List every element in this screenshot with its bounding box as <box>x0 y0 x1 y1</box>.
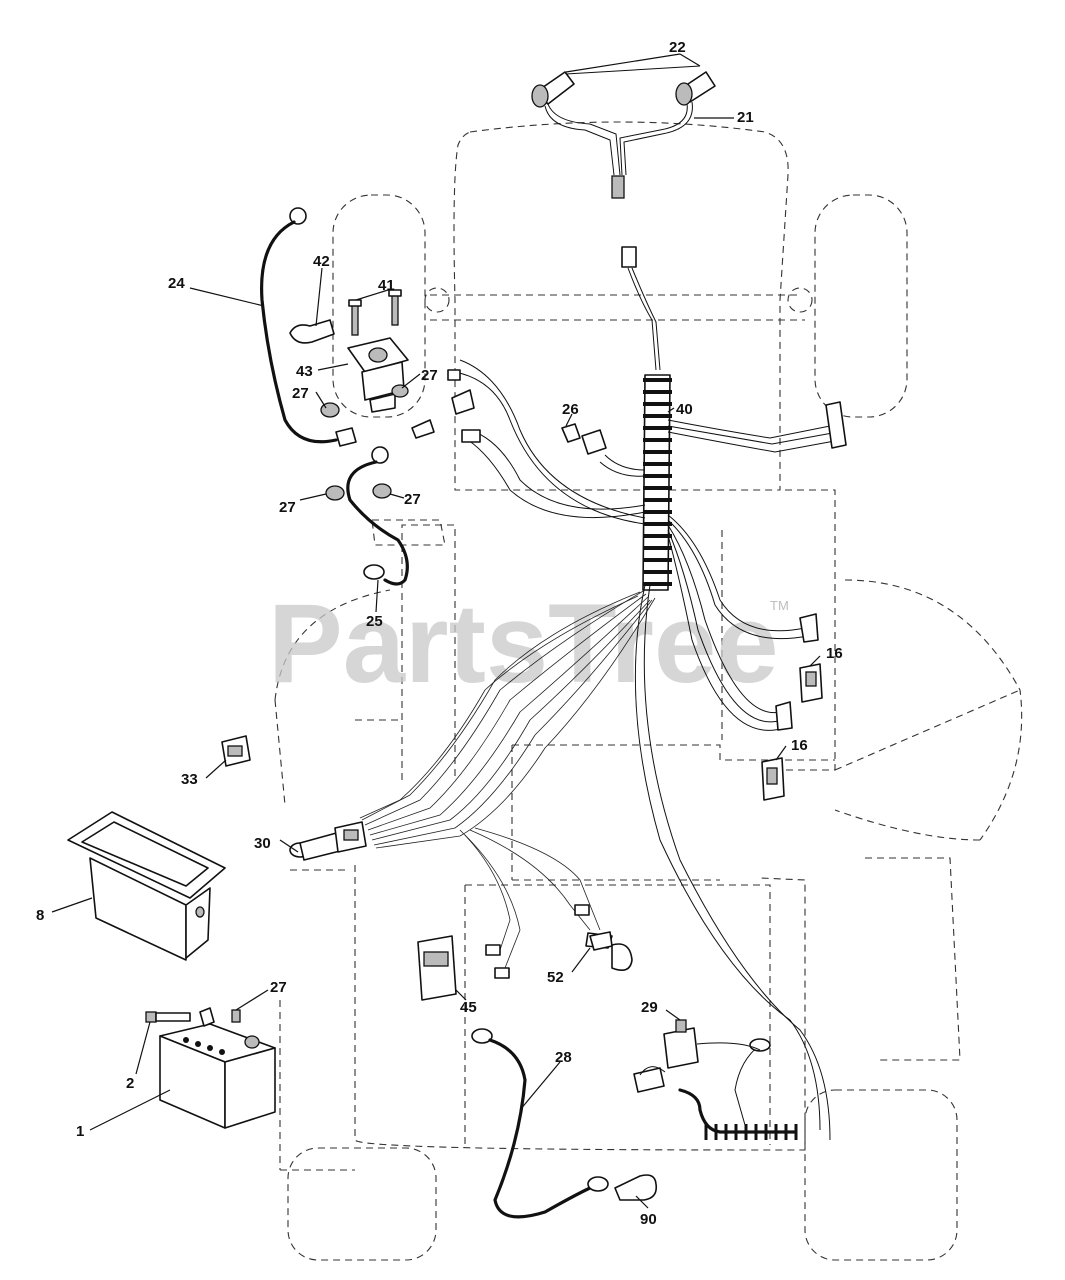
callout-43: 43 <box>296 363 313 380</box>
partstree-watermark: PartsTree TM <box>268 581 789 706</box>
connector-26 <box>561 423 607 455</box>
callout-22: 22 <box>669 39 686 56</box>
callout-27-solenoid-nut: 27 <box>421 367 438 384</box>
callout-8: 8 <box>36 907 44 924</box>
callout-30: 30 <box>254 835 271 852</box>
switch-16-upper <box>799 663 823 703</box>
watermark-tm: TM <box>770 598 789 613</box>
callout-labels: 22 21 24 42 41 43 27 27 27 27 25 26 40 1… <box>36 39 843 1228</box>
ignition-switch-30 <box>289 821 367 861</box>
callout-24: 24 <box>168 275 185 292</box>
callout-45: 45 <box>460 999 477 1016</box>
switch-16-lower <box>761 757 785 801</box>
callout-27-lower-right-nut: 27 <box>404 491 421 508</box>
battery-1 <box>159 1023 276 1129</box>
callout-33: 33 <box>181 771 198 788</box>
callout-25: 25 <box>366 613 383 630</box>
headlight-assembly <box>531 65 716 199</box>
callout-90: 90 <box>640 1211 657 1228</box>
callout-27-left-nut: 27 <box>292 385 309 402</box>
callout-41: 41 <box>378 277 395 294</box>
ground-cable-28 <box>471 1028 609 1219</box>
callout-27-lower-left-nut: 27 <box>279 499 296 516</box>
wire-bundle-to-switch <box>359 589 656 849</box>
callout-52: 52 <box>547 969 564 986</box>
seat-switch-29 <box>633 1019 798 1140</box>
callout-2: 2 <box>126 1075 134 1092</box>
convoluted-loom-40 <box>642 374 672 591</box>
callout-27-battery-nut: 27 <box>270 979 287 996</box>
callout-16-lower: 16 <box>791 737 808 754</box>
terminal-boot-90 <box>614 1174 658 1201</box>
relay-33 <box>221 735 251 767</box>
main-harness <box>359 246 847 1141</box>
battery-tray-8 <box>67 811 226 961</box>
callout-16-upper: 16 <box>826 645 843 662</box>
callout-40: 40 <box>676 401 693 418</box>
callout-1: 1 <box>76 1123 84 1140</box>
callout-29: 29 <box>641 999 658 1016</box>
tractor-ghost-outline <box>274 121 1023 1261</box>
connector-52 <box>589 931 613 951</box>
starter-solenoid-group <box>260 207 435 586</box>
callout-26: 26 <box>562 401 579 418</box>
callout-28: 28 <box>555 1049 572 1066</box>
callout-42: 42 <box>313 253 330 270</box>
battery-bolt-2 <box>145 1007 241 1027</box>
callout-21: 21 <box>737 109 754 126</box>
fuse-block-45 <box>417 935 457 1001</box>
watermark-text: PartsTree <box>268 581 779 706</box>
leader-lines <box>51 53 821 1209</box>
